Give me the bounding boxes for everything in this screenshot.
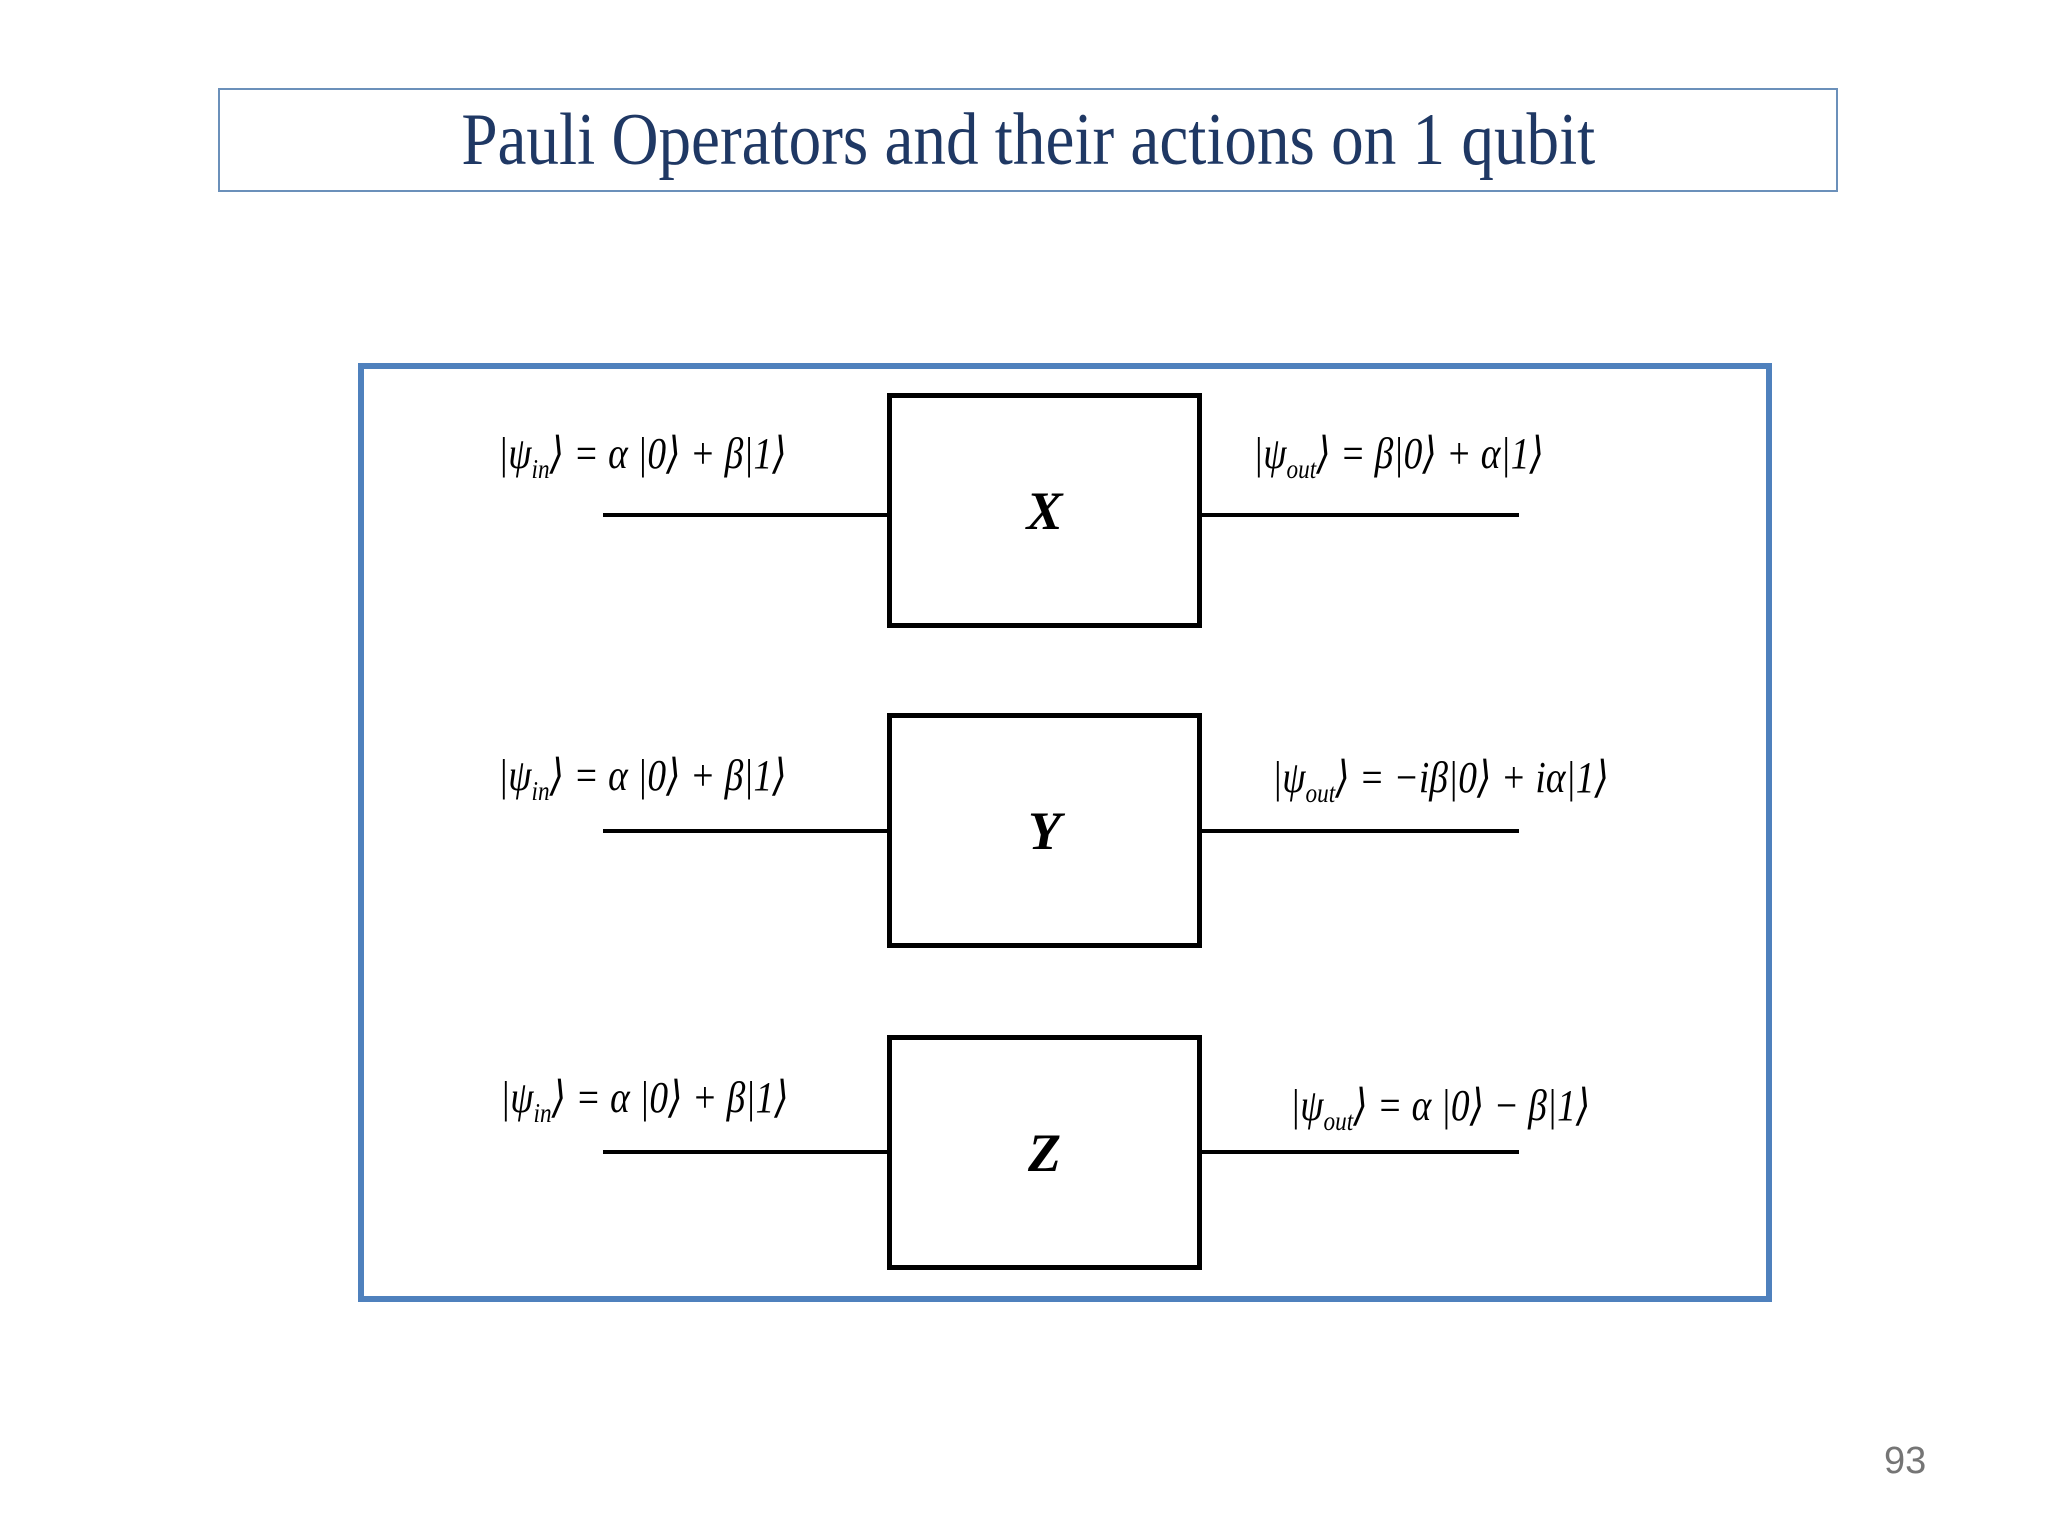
gate-box-x: X — [887, 393, 1202, 628]
input-equation-x: |ψin⟩ = α |0⟩ + β|1⟩ — [498, 426, 787, 482]
input-wire-y — [603, 829, 891, 833]
equation-ket-lead: |ψ — [498, 429, 532, 478]
gate-box-z: Z — [887, 1035, 1202, 1270]
equation-body: ⟩ = −iβ|0⟩ + iα|1⟩ — [1335, 753, 1610, 802]
gate-box-y: Y — [887, 713, 1202, 948]
input-wire-z — [603, 1150, 891, 1154]
output-equation-z: |ψout⟩ = α |0⟩ − β|1⟩ — [1290, 1078, 1590, 1134]
gate-label-x: X — [1026, 480, 1063, 541]
equation-ket-lead: |ψ — [1290, 1081, 1324, 1130]
input-equation-z: |ψin⟩ = α |0⟩ + β|1⟩ — [500, 1070, 789, 1126]
output-wire-x — [1199, 513, 1519, 517]
equation-subscript: in — [531, 775, 550, 806]
equation-subscript: in — [533, 1097, 552, 1128]
equation-body: ⟩ = α |0⟩ + β|1⟩ — [549, 751, 787, 800]
equation-subscript: out — [1323, 1105, 1354, 1136]
equation-body: ⟩ = α |0⟩ + β|1⟩ — [551, 1073, 789, 1122]
equation-subscript: in — [531, 453, 550, 484]
equation-ket-lead: |ψ — [500, 1073, 534, 1122]
equation-body: ⟩ = α |0⟩ + β|1⟩ — [549, 429, 787, 478]
equation-ket-lead: |ψ — [1272, 753, 1306, 802]
output-wire-y — [1199, 829, 1519, 833]
page-title: Pauli Operators and their actions on 1 q… — [461, 98, 1595, 181]
page-number: 93 — [1884, 1440, 1927, 1482]
equation-body: ⟩ = β|0⟩ + α|1⟩ — [1316, 429, 1545, 478]
input-wire-x — [603, 513, 891, 517]
gate-label-z: Z — [1028, 1122, 1061, 1183]
equation-ket-lead: |ψ — [1253, 429, 1287, 478]
output-equation-y: |ψout⟩ = −iβ|0⟩ + iα|1⟩ — [1272, 750, 1609, 806]
output-equation-x: |ψout⟩ = β|0⟩ + α|1⟩ — [1253, 426, 1544, 482]
input-equation-y: |ψin⟩ = α |0⟩ + β|1⟩ — [498, 748, 787, 804]
equation-body: ⟩ = α |0⟩ − β|1⟩ — [1353, 1081, 1591, 1130]
output-wire-z — [1199, 1150, 1519, 1154]
title-box: Pauli Operators and their actions on 1 q… — [218, 88, 1838, 192]
equation-subscript: out — [1305, 777, 1336, 808]
equation-subscript: out — [1286, 453, 1317, 484]
equation-ket-lead: |ψ — [498, 751, 532, 800]
gate-label-y: Y — [1028, 800, 1061, 861]
